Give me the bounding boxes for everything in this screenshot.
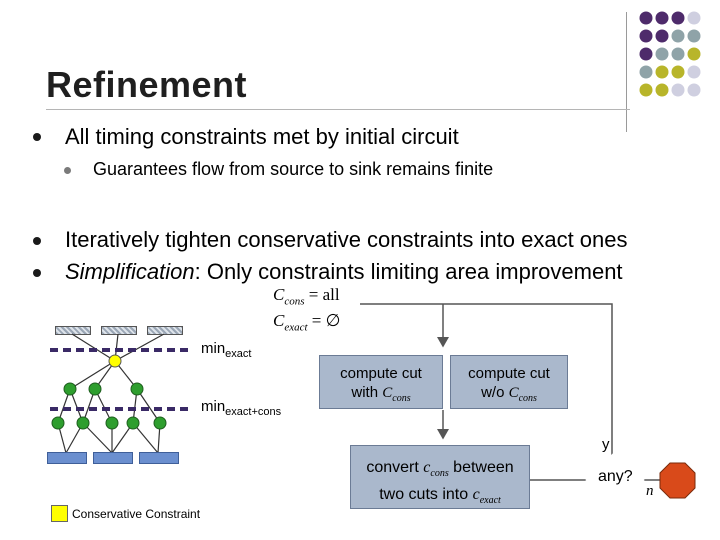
decoration-dot [639,47,653,61]
legend-label: Conservative Constraint [72,507,201,521]
compute-cut-without-cons-box: compute cut w/o Ccons [450,355,568,409]
decoration-dot [655,47,669,61]
graph-node [153,416,167,430]
legend-swatch [51,505,68,522]
decoration-dot [687,65,701,79]
bullet-text-3: Iteratively tighten conservative constra… [65,227,628,252]
decoration-dot [639,83,653,97]
decoration-dot [687,11,701,25]
decoration-dot [655,11,669,25]
decoration-dot [671,83,685,97]
cut-label-exact: minexact [201,340,252,360]
bullet-text-1: All timing constraints met by initial ci… [65,124,459,149]
compute-cut-with-cons-box: compute cut with Ccons [319,355,443,409]
source-node [147,326,183,335]
decoration-dot [671,29,685,43]
decoration-dot [639,29,653,43]
sink-node [139,452,179,464]
sink-node [93,452,133,464]
cut-label-exact-cons: minexact+cons [201,398,282,418]
graph-node [51,416,65,430]
decoration-dot [655,65,669,79]
init-constraints-label: Ccons = all Cexact = ∅ [273,285,341,338]
graph-node [76,416,90,430]
decoration-dot [639,65,653,79]
sink-node [47,452,87,464]
decoration-dot [671,47,685,61]
bullet-marker [33,269,41,277]
decoration-dot [671,65,685,79]
graph-node-conservative [108,354,122,368]
decoration-dot [687,29,701,43]
graph-node [130,382,144,396]
decision-label: any? [598,468,633,485]
decoration-dot [687,83,701,97]
graph-node [126,416,140,430]
decoration-dot [687,47,701,61]
emphasis-text: Simplification [65,259,195,284]
bullet-text-2: Guarantees flow from source to sink rema… [93,159,494,179]
decision-yes-label: y [602,436,610,453]
decoration-dot [655,29,669,43]
vertical-rule [626,12,627,132]
source-node [101,326,137,335]
graph-node [105,416,119,430]
decision-no-label: n [646,483,654,499]
graph-node [88,382,102,396]
slide-title: Refinement [46,64,248,105]
decoration-dot [639,11,653,25]
sub-bullet-marker [64,167,71,174]
decoration-dot [671,11,685,25]
bullet-text-4-rest: : Only constraints limiting area improve… [194,259,623,284]
bullet-marker [33,133,41,141]
bullet-marker [33,237,41,245]
title-divider [46,109,630,110]
bullet-text-4: Simplification: Only constraints limitin… [65,259,623,285]
decoration-dot [655,83,669,97]
stop-sign-icon [659,462,696,499]
graph-node [63,382,77,396]
decision-diamond [585,451,645,509]
convert-constraints-box: convert ccons between two cuts into cexa… [350,445,530,509]
